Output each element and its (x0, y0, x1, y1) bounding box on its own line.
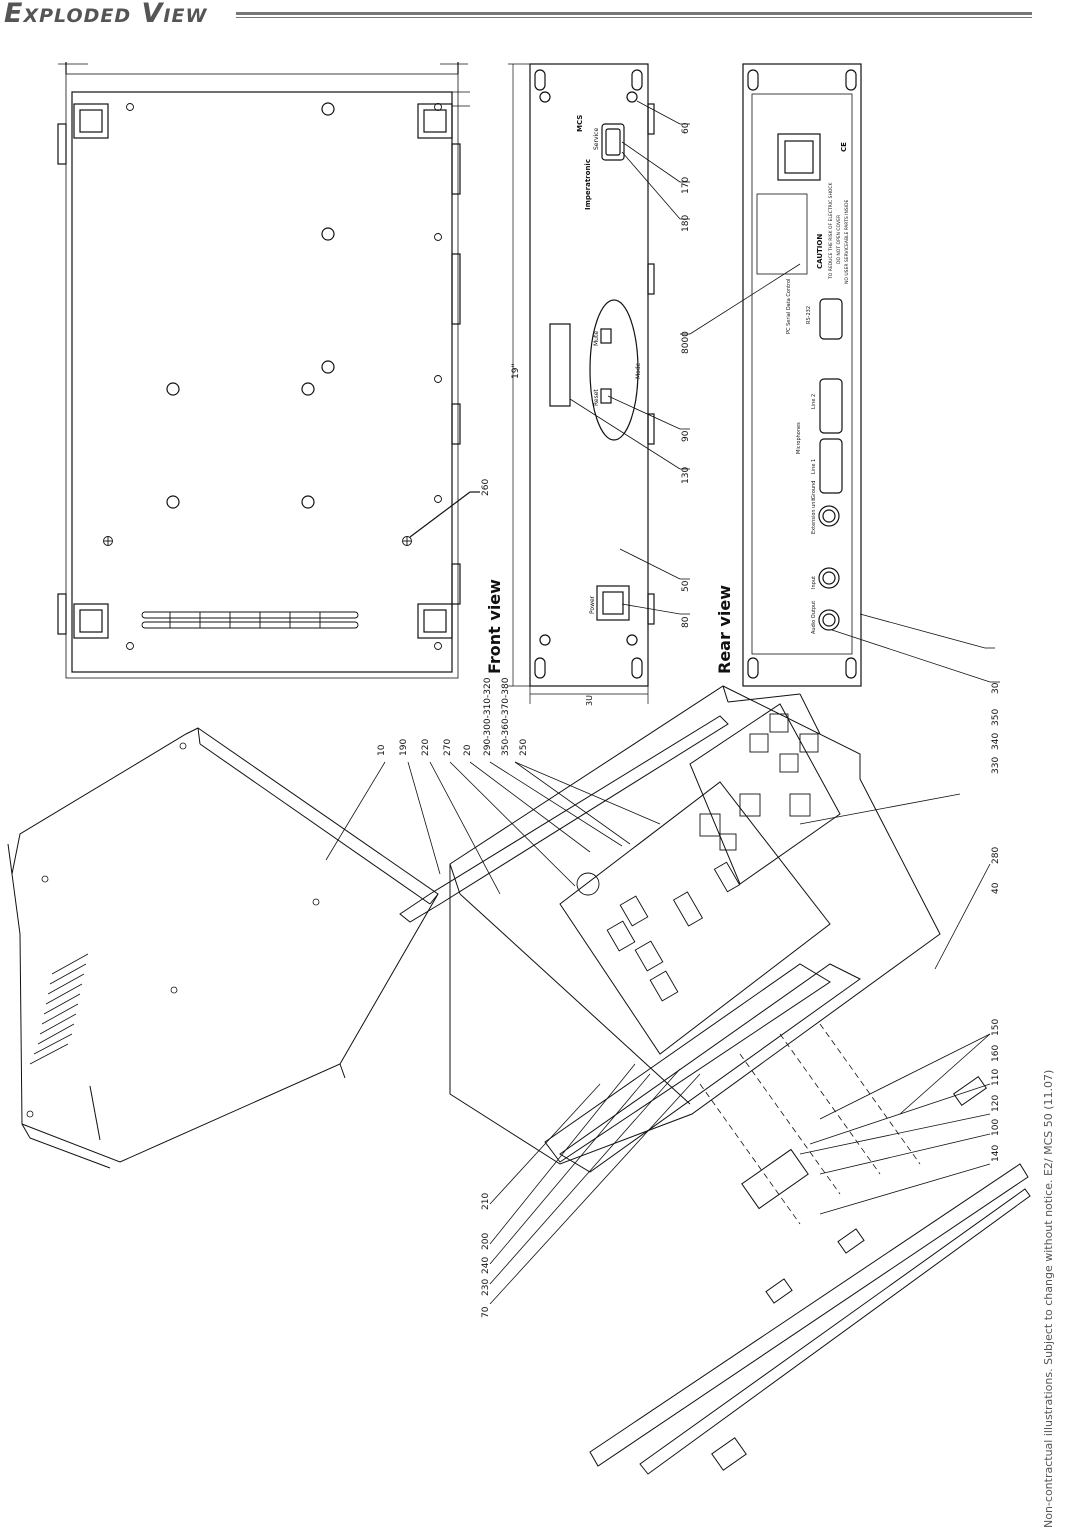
part-number: 330 (991, 757, 1001, 774)
footer-note: Non-contractual illustrations. Subject t… (1042, 1069, 1055, 1528)
width-dimension-label: 19" (511, 363, 521, 379)
header-rule (236, 12, 1032, 15)
part-number: 50 (681, 580, 691, 592)
io-pcb (689, 703, 841, 885)
line1-label: Line 1 (811, 459, 817, 474)
part-number: 20 (463, 744, 473, 756)
warning-line-3: NO USER SERVICEABLE PARTS INSIDE (844, 200, 850, 284)
part-number: 140 (991, 1145, 1001, 1162)
rs232-label: RS-232 (806, 306, 812, 324)
warning-line-1: TO REDUCE THE RISK OF ELECTRIC SHOCK (828, 181, 834, 280)
part-number: 150 (991, 1019, 1001, 1036)
input-label: Input (811, 576, 817, 589)
front-view (508, 63, 690, 704)
reset-label: Reset (593, 389, 600, 406)
front-brand-label: Imperatronic (584, 159, 592, 210)
rear-view-title: Rear view (715, 585, 734, 674)
service-label: Service (593, 128, 600, 150)
top-cover (7, 727, 439, 1163)
ground-label: Ground (811, 481, 817, 499)
front-view-title: Front view (485, 579, 504, 674)
part-number: 60 (681, 122, 691, 134)
part-number: 270 (443, 739, 453, 756)
rear-panel-outline (742, 63, 862, 687)
page-title: Exploded View (4, 0, 208, 29)
part-number: 340 (991, 733, 1001, 750)
caution-label: CAUTION (816, 234, 824, 269)
front-model-label: MCS (576, 115, 584, 132)
page-header: Exploded View (0, 0, 1072, 30)
exploded-assembly (7, 685, 1031, 1475)
part-number: 290-300-310-320 (483, 677, 493, 756)
part-number: 250 (519, 739, 529, 756)
part-number: 110 (991, 1069, 1001, 1086)
part-number: 280 (991, 847, 1001, 864)
part-number: 130 (681, 467, 691, 484)
extension-label: Extension unit (811, 498, 817, 534)
part-number: 8000 (681, 331, 691, 354)
part-number: 90 (681, 430, 691, 442)
header-rule-thin (236, 17, 1032, 18)
top-view (57, 62, 480, 679)
part-number: 350-360-370-380 (501, 677, 511, 756)
mute-label: Mute (593, 331, 600, 346)
part-number: 240 (481, 1257, 491, 1274)
part-number: 190 (399, 739, 409, 756)
part-number: 200 (481, 1233, 491, 1250)
part-number: 230 (481, 1279, 491, 1296)
main-pcb (559, 781, 831, 1055)
part-number: 350 (991, 709, 1001, 726)
part-number: 70 (481, 1306, 491, 1318)
part-number: 220 (421, 739, 431, 756)
warning-line-2: DO NOT OPEN COVER (836, 215, 842, 264)
audio-output-label: Audio Output (811, 601, 817, 634)
rear-panel-part (559, 963, 861, 1173)
pc-control-label: PC Serial Data Control (786, 279, 792, 334)
part-number: 120 (991, 1095, 1001, 1112)
part-number: 30 (991, 682, 1001, 694)
line2-label: Line 2 (811, 394, 817, 409)
part-number: 260 (481, 479, 491, 496)
ce-mark: CE (840, 142, 848, 152)
power-label: Power (589, 595, 596, 614)
part-number: 80 (681, 616, 691, 628)
part-number: 180 (681, 215, 691, 232)
microphones-label: Microphones (796, 422, 802, 454)
rear-view (680, 63, 1000, 687)
height-dimension-label: 3U (585, 695, 594, 706)
part-number: 10 (377, 744, 387, 756)
exploded-view-drawing: Front view Rear view 19" 3U Imperatronic… (7, 62, 1031, 1475)
part-number: 40 (991, 882, 1001, 894)
mode-label: Mode (635, 362, 642, 379)
front-panel-outline (529, 63, 649, 687)
part-number: 170 (681, 177, 691, 194)
top-view-outline (71, 91, 453, 673)
chassis-tray (449, 685, 941, 1165)
front-plate (589, 1163, 1029, 1467)
part-number: 100 (991, 1119, 1001, 1136)
part-number: 210 (481, 1193, 491, 1210)
part-number: 160 (991, 1045, 1001, 1062)
